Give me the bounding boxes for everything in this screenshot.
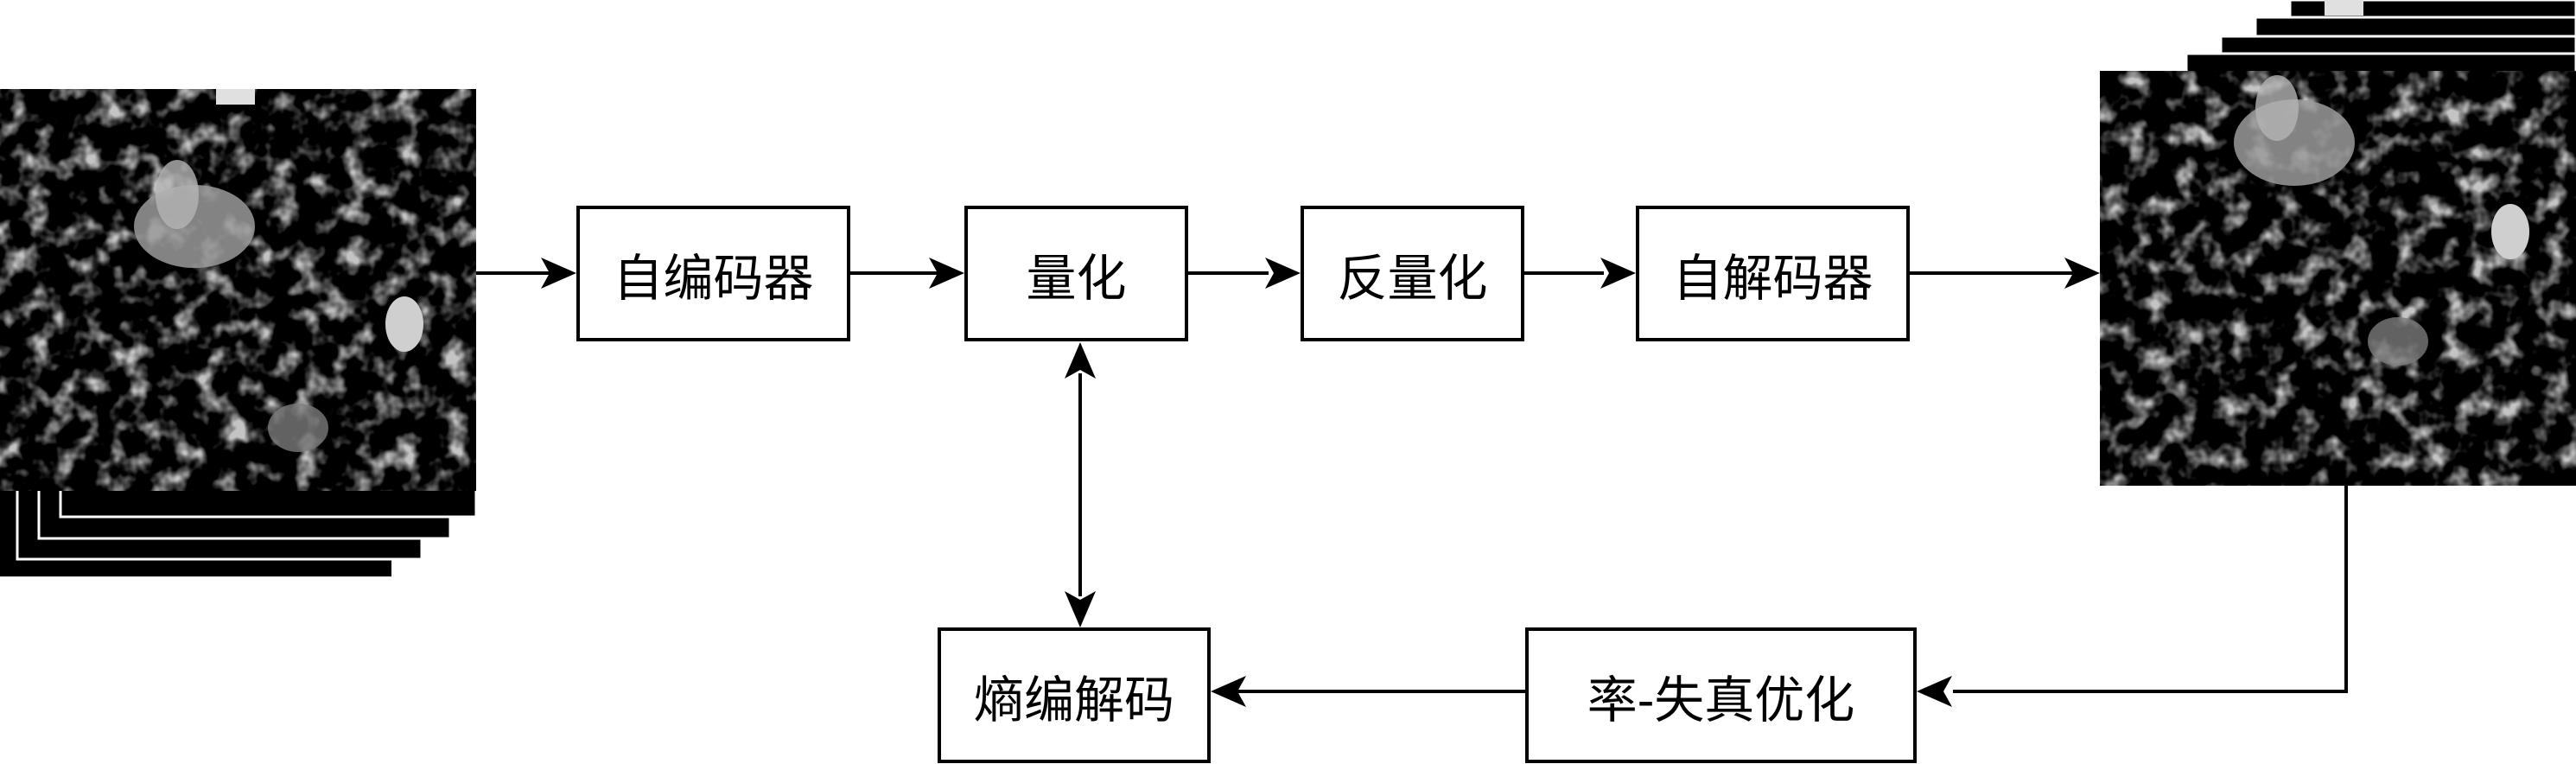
dequantize-label: 反量化 bbox=[1337, 248, 1488, 308]
output-image-stack bbox=[2100, 0, 2576, 486]
quantize-box: 量化 bbox=[964, 206, 1188, 341]
arrowhead bbox=[1600, 258, 1636, 289]
arrowhead bbox=[2064, 258, 2100, 289]
arrowhead bbox=[1265, 258, 1301, 289]
arrowhead bbox=[541, 258, 576, 289]
entropy-coding-box: 熵编解码 bbox=[938, 627, 1211, 763]
arrow-output-to-rd bbox=[1953, 486, 2348, 693]
decoder-label: 自解码器 bbox=[1672, 248, 1873, 308]
input-image-stack bbox=[0, 89, 478, 576]
arrowhead bbox=[1211, 676, 1246, 707]
decoder-box: 自解码器 bbox=[1636, 206, 1910, 341]
rate-distortion-label: 率-失真优化 bbox=[1587, 670, 1855, 729]
arrowhead bbox=[1065, 591, 1096, 627]
output-image-front bbox=[2100, 71, 2576, 486]
quantize-label: 量化 bbox=[1026, 248, 1127, 308]
arrowhead bbox=[1065, 342, 1096, 379]
input-image-front bbox=[0, 89, 476, 491]
entropy-coding-label: 熵编解码 bbox=[973, 670, 1174, 729]
rate-distortion-box: 率-失真优化 bbox=[1525, 627, 1917, 763]
connectors bbox=[476, 271, 2348, 693]
arrowhead bbox=[929, 258, 964, 289]
arrowheads bbox=[541, 258, 2100, 707]
encoder-label: 自编码器 bbox=[613, 248, 814, 308]
arrowhead bbox=[1917, 676, 1952, 707]
dequantize-box: 反量化 bbox=[1301, 206, 1524, 341]
encoder-box: 自编码器 bbox=[576, 206, 850, 341]
